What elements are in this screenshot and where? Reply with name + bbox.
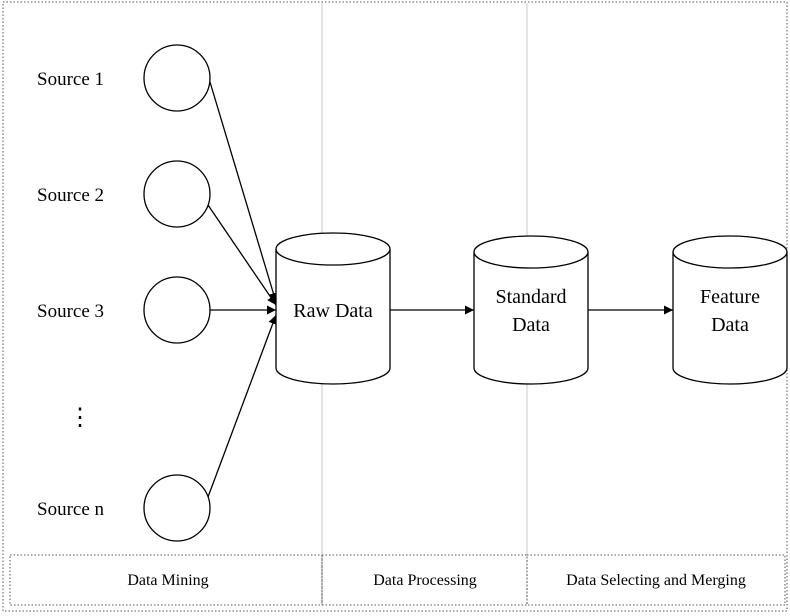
arrow-source-n <box>207 314 278 498</box>
phase-label-processing: Data Processing <box>373 572 477 589</box>
feature-data-label-line1: Feature <box>700 286 760 308</box>
phase-box-mining <box>9 554 323 606</box>
feature-data-label-line2: Data <box>711 314 749 336</box>
standard-data-store: Standard Data <box>473 235 589 385</box>
source-node-n <box>143 474 211 542</box>
standard-data-label-line2: Data <box>512 314 550 336</box>
source-label-n: Source n <box>37 499 105 520</box>
source-label-2: Source 2 <box>37 185 104 206</box>
source-node-1 <box>143 44 211 112</box>
phase-label-selecting: Data Selecting and Merging <box>566 572 746 589</box>
source-node-3 <box>143 276 211 344</box>
ellipsis-label: ⋮ <box>68 405 92 431</box>
arrow-source-2 <box>207 204 277 306</box>
raw-data-store: Raw Data <box>275 232 391 385</box>
standard-data-label-line1: Standard <box>495 286 566 308</box>
phase-box-processing <box>321 554 528 606</box>
source-label-3: Source 3 <box>37 301 104 322</box>
feature-data-store: Feature Data <box>672 235 788 385</box>
raw-data-label: Raw Data <box>293 300 373 322</box>
source-node-2 <box>143 160 211 228</box>
source-label-1: Source 1 <box>37 69 104 90</box>
phase-label-mining: Data Mining <box>127 572 208 589</box>
arrow-source-1 <box>209 81 278 303</box>
